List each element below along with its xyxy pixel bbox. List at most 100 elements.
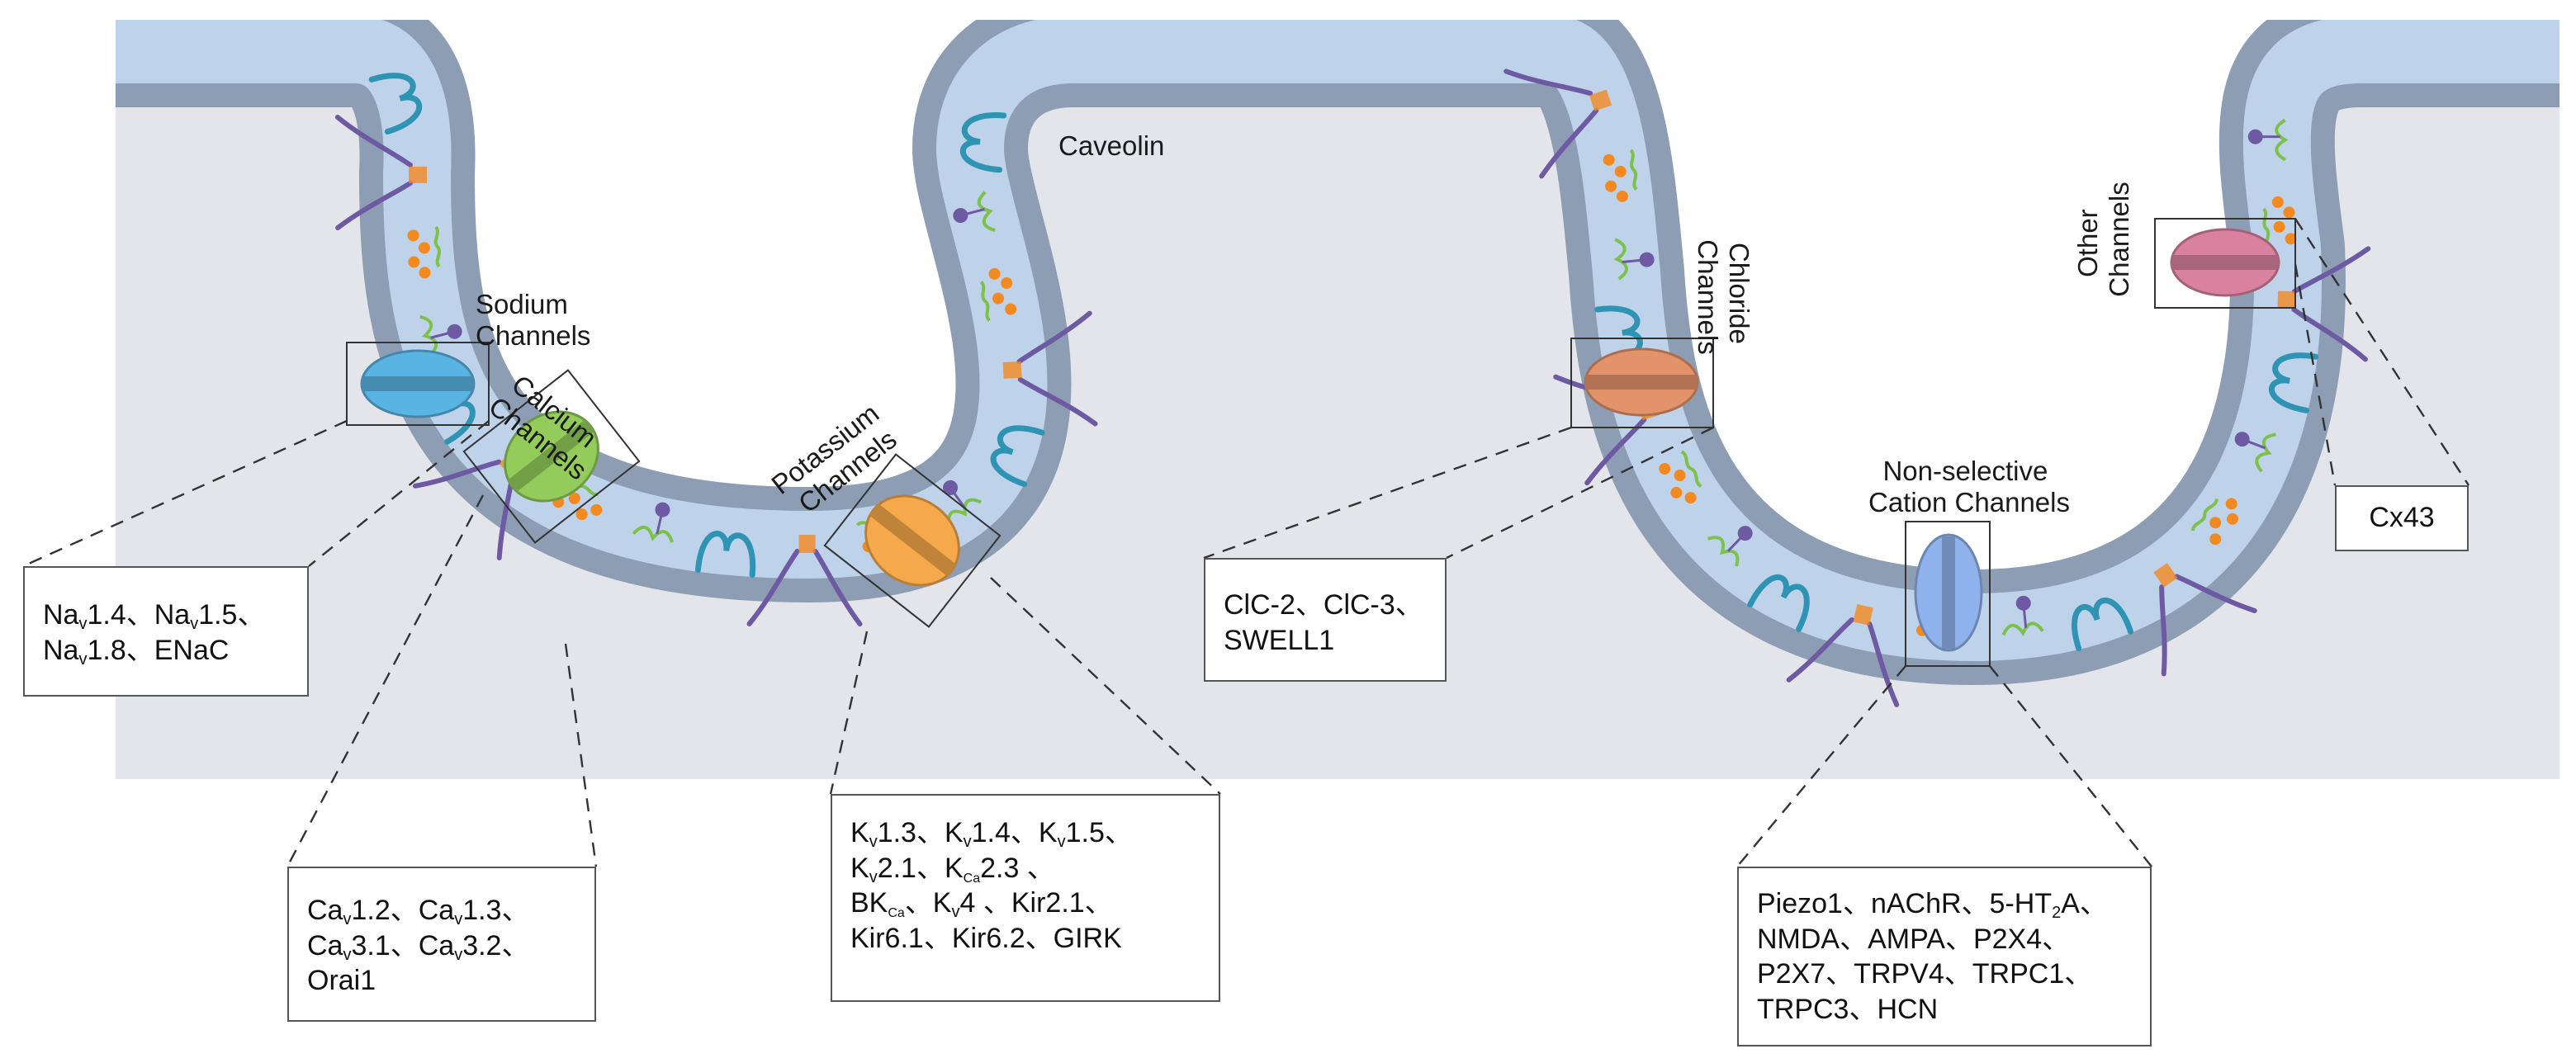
lipid-chain-icon	[946, 498, 983, 526]
nonselective-channel-frame	[1905, 521, 1991, 667]
receptor-stalk-icon	[2023, 609, 2028, 628]
membrane-element	[1613, 238, 1655, 281]
nonselective-channel-list: Piezo1、nAChR、5-HT2A、NMDA、AMPA、P2X4、P2X7、…	[1737, 867, 2152, 1046]
other-channel-list: Cx43	[2335, 485, 2469, 551]
sodium-channel-band	[362, 376, 474, 391]
list-text: 1.5、	[198, 599, 266, 631]
protein-strand-icon	[334, 115, 413, 168]
subscript-text: v	[78, 650, 88, 669]
receptor-stalk-icon	[966, 208, 985, 215]
membrane-element	[2001, 595, 2044, 637]
list-text: 1.8、ENaC	[87, 634, 230, 666]
other-label-line-2: Channels	[2104, 182, 2134, 296]
protein-strand-icon	[1584, 417, 1647, 486]
membrane-element	[943, 480, 983, 526]
membrane-element	[2247, 118, 2289, 162]
membrane-element	[368, 73, 423, 135]
receptor-stalk-icon	[1726, 536, 1742, 552]
list-text: 1.3、K	[877, 817, 964, 848]
subscript-text: v	[869, 867, 878, 886]
subscript-text: Ca	[888, 906, 905, 920]
list-text: ClC-2、ClC-3、	[1224, 589, 1423, 621]
other-channel-band	[2171, 255, 2279, 270]
protein-strand-icon	[746, 548, 800, 626]
lipid-dot-icon	[2273, 220, 2285, 233]
protein-strand-icon	[2291, 246, 2371, 295]
subscript-text: v	[190, 615, 199, 633]
lipid-dot-icon	[2225, 498, 2237, 510]
calcium-leader-right	[564, 643, 598, 867]
lipid-dot-icon	[2283, 206, 2295, 219]
membrane-element	[2153, 563, 2257, 677]
anchor-icon	[2277, 291, 2296, 309]
list-text: Na	[43, 634, 79, 666]
list-text: Ca	[307, 895, 343, 926]
receptor-head-icon	[2234, 432, 2250, 447]
lipid-chain-icon	[2001, 621, 2044, 637]
protein-strand-icon	[1539, 107, 1599, 179]
caveolin-icon	[990, 425, 1045, 488]
anchor-icon	[2153, 563, 2178, 588]
membrane-element	[979, 267, 1017, 322]
subscript-text: v	[963, 833, 972, 851]
protein-strand-icon	[812, 549, 863, 627]
membrane-element	[632, 502, 674, 543]
lipid-dot-icon	[419, 267, 431, 279]
extracellular-space	[116, 20, 2559, 627]
lipid-dot-icon	[1614, 165, 1627, 177]
subscript-text: Ca	[963, 871, 981, 886]
lipid-chain-icon	[1629, 149, 1638, 191]
lipid-chain-icon	[979, 281, 992, 322]
subscript-text: v	[343, 945, 352, 964]
chloride-list-line: SWELL1	[1224, 623, 1427, 659]
list-text: 1.2、Ca	[351, 895, 455, 926]
membrane-element	[990, 425, 1045, 488]
lipid-dot-icon	[1005, 303, 1017, 315]
other-channel-icon	[2154, 218, 2296, 309]
protein-strand-icon	[1867, 621, 1900, 707]
membrane-element	[694, 531, 756, 579]
list-text: Piezo1、nAChR、5-HT	[1757, 888, 2053, 919]
protein-strand-icon	[1503, 69, 1593, 97]
potassium-leader-right	[990, 577, 1221, 795]
calcium-channel-frame	[462, 369, 641, 544]
lipid-dot-icon	[1674, 470, 1686, 482]
receptor-stalk-icon	[430, 332, 449, 339]
potassium-leader-left	[829, 631, 869, 795]
lipid-chain-icon	[2191, 498, 2218, 532]
membrane-element	[953, 191, 996, 233]
membrane-element	[1659, 450, 1702, 504]
anchor-icon	[798, 534, 816, 554]
receptor-stalk-icon	[656, 516, 663, 535]
other-list-line: Cx43	[2355, 500, 2449, 536]
list-text: 、K	[904, 887, 952, 919]
membrane-element	[334, 115, 428, 231]
lipid-dot-icon	[992, 292, 1004, 305]
anchor-icon	[1002, 361, 1022, 379]
calcium-channel-band	[507, 419, 595, 493]
receptor-head-icon	[2015, 595, 2031, 611]
potassium-channel-list: Kv1.3、Kv1.4、Kv1.5、Kv2.1、KCa2.3 、BKCa、Kv4…	[831, 794, 1220, 1002]
protein-strand-icon	[2159, 584, 2167, 677]
subscript-text: v	[1057, 833, 1066, 851]
subscript-text: v	[78, 615, 88, 633]
nonselective-list-line: Piezo1、nAChR、5-HT2A、	[1757, 886, 2132, 922]
lipid-dot-icon	[1603, 154, 1615, 166]
membrane-element	[2072, 598, 2133, 652]
list-text: 1.3、	[462, 895, 530, 926]
chloride-label-line-2: Channels	[1693, 239, 1723, 354]
other-channel-frame	[2154, 218, 2296, 309]
list-text: 1.5、	[1065, 817, 1133, 848]
lipid-dot-icon	[1616, 190, 1628, 202]
subscript-text: 2	[2052, 904, 2062, 922]
lipid-chain-icon	[2275, 118, 2289, 162]
nonselective-label-line-2: Cation Channels	[1868, 487, 2070, 517]
lipid-dot-icon	[1670, 486, 1683, 498]
receptor-head-icon	[447, 324, 462, 339]
other-leader-right	[2294, 218, 2470, 486]
chloride-channel-frame	[1570, 338, 1714, 428]
lipid-dot-icon	[2226, 513, 2238, 525]
list-text: Ca	[307, 929, 343, 961]
lipid-dot-icon	[568, 492, 580, 504]
